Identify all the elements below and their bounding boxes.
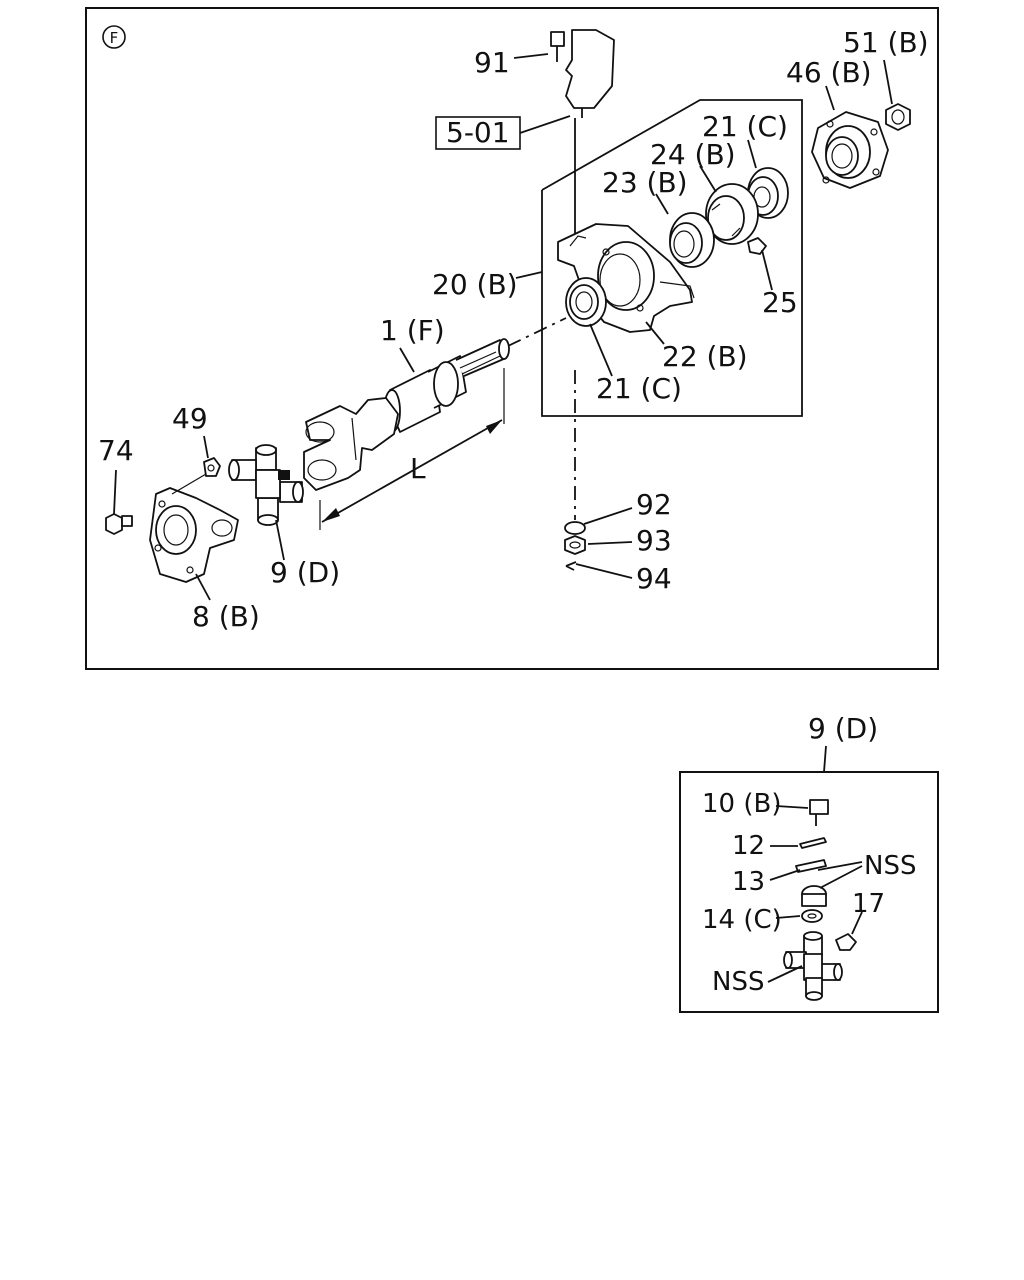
cushion-24b (705, 183, 759, 245)
label-74: 74 (98, 434, 134, 467)
bolt-91 (550, 31, 565, 62)
nut-93 (564, 535, 586, 555)
bolt-10b (809, 799, 829, 826)
nut-51b (885, 103, 911, 131)
label-nss-top: NSS (864, 851, 916, 881)
label-8b: 8 (B) (192, 600, 260, 633)
svg-text:F: F (110, 29, 119, 47)
label-l: L (410, 452, 426, 485)
label-13: 13 (732, 867, 765, 897)
label-9d: 9 (D) (270, 556, 340, 589)
label-23b: 23 (B) (602, 166, 688, 199)
bearing-subframe (541, 99, 803, 417)
label-94: 94 (636, 562, 672, 595)
grease-nipple-25 (747, 237, 773, 291)
plate-12 (799, 837, 827, 849)
ref-label-5-01[interactable]: 5-01 (446, 116, 510, 149)
detail-frame (679, 771, 939, 1013)
label-92: 92 (636, 488, 672, 521)
yoke (303, 397, 399, 491)
label-93: 93 (636, 524, 672, 557)
group-mark: F (102, 25, 126, 49)
nut-49 (203, 457, 221, 477)
label-21c-top: 21 (C) (702, 110, 788, 143)
flange-8b (149, 473, 239, 583)
dimension-l (319, 368, 505, 530)
housing-20b (557, 223, 695, 333)
label-91: 91 (474, 46, 510, 79)
cap-nss (801, 885, 827, 907)
label-49: 49 (172, 402, 208, 435)
grease-nipple-17 (835, 933, 857, 951)
label-14c: 14 (C) (702, 905, 782, 935)
spider-nss (783, 931, 843, 1001)
label-22b: 22 (B) (662, 340, 748, 373)
bracket (565, 29, 615, 109)
washer-14c (801, 909, 823, 923)
main-frame (85, 7, 939, 670)
pin-94 (565, 561, 577, 571)
washer-92 (564, 521, 586, 535)
label-10b: 10 (B) (702, 789, 781, 819)
label-17: 17 (852, 889, 885, 919)
label-nss-bottom: NSS (712, 967, 764, 997)
label-25: 25 (762, 286, 798, 319)
label-51b: 51 (B) (843, 26, 929, 59)
label-24b: 24 (B) (650, 138, 736, 171)
bolt-74 (105, 513, 133, 535)
label-12: 12 (732, 831, 765, 861)
spider-9d (228, 444, 304, 526)
label-20b: 20 (B) (432, 268, 518, 301)
seal-21c-bottom (565, 277, 607, 327)
detail-title: 9 (D) (808, 712, 878, 745)
flange-46b (811, 111, 889, 189)
bearing-23b (669, 212, 715, 268)
label-46b: 46 (B) (786, 56, 872, 89)
label-21c-bottom: 21 (C) (596, 372, 682, 405)
label-1f: 1 (F) (380, 314, 445, 347)
